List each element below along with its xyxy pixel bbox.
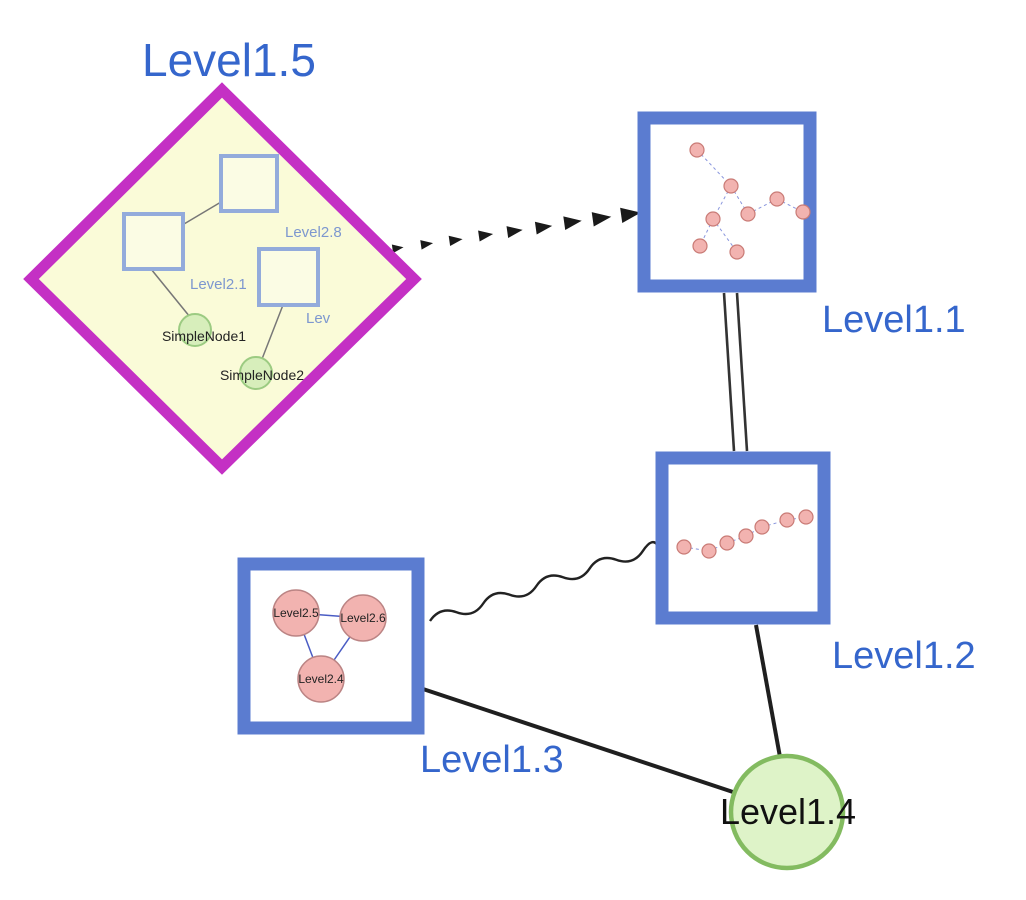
mini-graph-edge[interactable] — [696, 149, 732, 187]
mini-graph-node[interactable] — [798, 509, 814, 525]
level2-node-label: Level2.5 — [273, 606, 319, 620]
node-label-level1-4: Level1.4 — [720, 791, 856, 832]
edge-lev-simplenode2[interactable] — [261, 304, 284, 360]
node-simplenode2[interactable] — [239, 356, 273, 390]
mini-graph-node[interactable] — [689, 142, 705, 158]
level2-node[interactable] — [297, 655, 345, 703]
mini-graph-node[interactable] — [723, 178, 739, 194]
edge-level21-simplenode1[interactable] — [150, 268, 191, 318]
mini-graph-node[interactable] — [729, 244, 745, 260]
node-label-simplenode1: SimpleNode1 — [162, 328, 246, 344]
mini-graph-node[interactable] — [779, 512, 795, 528]
node-level2-8[interactable] — [219, 154, 279, 213]
edge-level28-level21[interactable] — [183, 201, 222, 225]
edge-level13-level12[interactable] — [428, 540, 660, 626]
edge-level13-level14[interactable] — [419, 686, 743, 797]
level2-node[interactable] — [272, 589, 320, 637]
mini-graph-node[interactable] — [754, 519, 770, 535]
mini-graph-node[interactable] — [676, 539, 692, 555]
mini-graph-edge[interactable] — [683, 546, 710, 552]
node-level1-5[interactable]: Level2.8 Level2.1 Lev SimpleNode1 Simple… — [23, 82, 422, 475]
node-label-level1-3: Level1.3 — [420, 739, 564, 781]
mini-graph-edge[interactable] — [761, 519, 788, 528]
node-label-level1-1: Level1.1 — [822, 299, 966, 341]
mini-graph-node[interactable] — [692, 238, 708, 254]
edge-level12-level14[interactable] — [754, 624, 782, 758]
mini-graph-node[interactable] — [769, 191, 785, 207]
mini-graph-node[interactable] — [795, 204, 811, 220]
node-label-level1-5: Level1.5 — [142, 34, 316, 86]
level2-node-label: Level2.6 — [340, 611, 386, 625]
node-label-level1-2: Level1.2 — [832, 635, 976, 677]
level1-5-diamond-shape[interactable] — [23, 82, 422, 475]
node-level1-4[interactable]: Level1.4 — [720, 753, 856, 871]
level1-4-circle-shape[interactable] — [728, 753, 846, 871]
node-level2-1[interactable] — [122, 212, 185, 271]
level1-2-inner-network — [676, 509, 814, 559]
node-label-level2-8: Level2.8 — [285, 224, 342, 241]
level2-node[interactable] — [339, 594, 387, 642]
level1-1-box-shape[interactable] — [637, 111, 817, 293]
mini-graph-node[interactable] — [705, 211, 721, 227]
mini-graph-node[interactable] — [719, 535, 735, 551]
node-level2-x[interactable] — [257, 247, 320, 307]
node-level1-1[interactable] — [637, 111, 817, 293]
mini-graph-node[interactable] — [701, 543, 717, 559]
node-label-level2-1: Level2.1 — [190, 276, 247, 293]
mini-graph-node[interactable] — [740, 206, 756, 222]
node-simplenode1[interactable] — [178, 313, 212, 347]
edge-level11-level12[interactable] — [722, 292, 749, 452]
node-level1-2[interactable] — [655, 451, 831, 625]
level1-1-inner-network — [689, 142, 811, 260]
level1-3-box-shape[interactable] — [237, 557, 425, 735]
level2-node-label: Level2.4 — [298, 672, 344, 686]
node-label-level2-x: Lev — [306, 310, 331, 327]
edge-level15-level11[interactable] — [391, 204, 642, 254]
node-label-simplenode2: SimpleNode2 — [220, 367, 304, 383]
mini-graph-node[interactable] — [738, 528, 754, 544]
